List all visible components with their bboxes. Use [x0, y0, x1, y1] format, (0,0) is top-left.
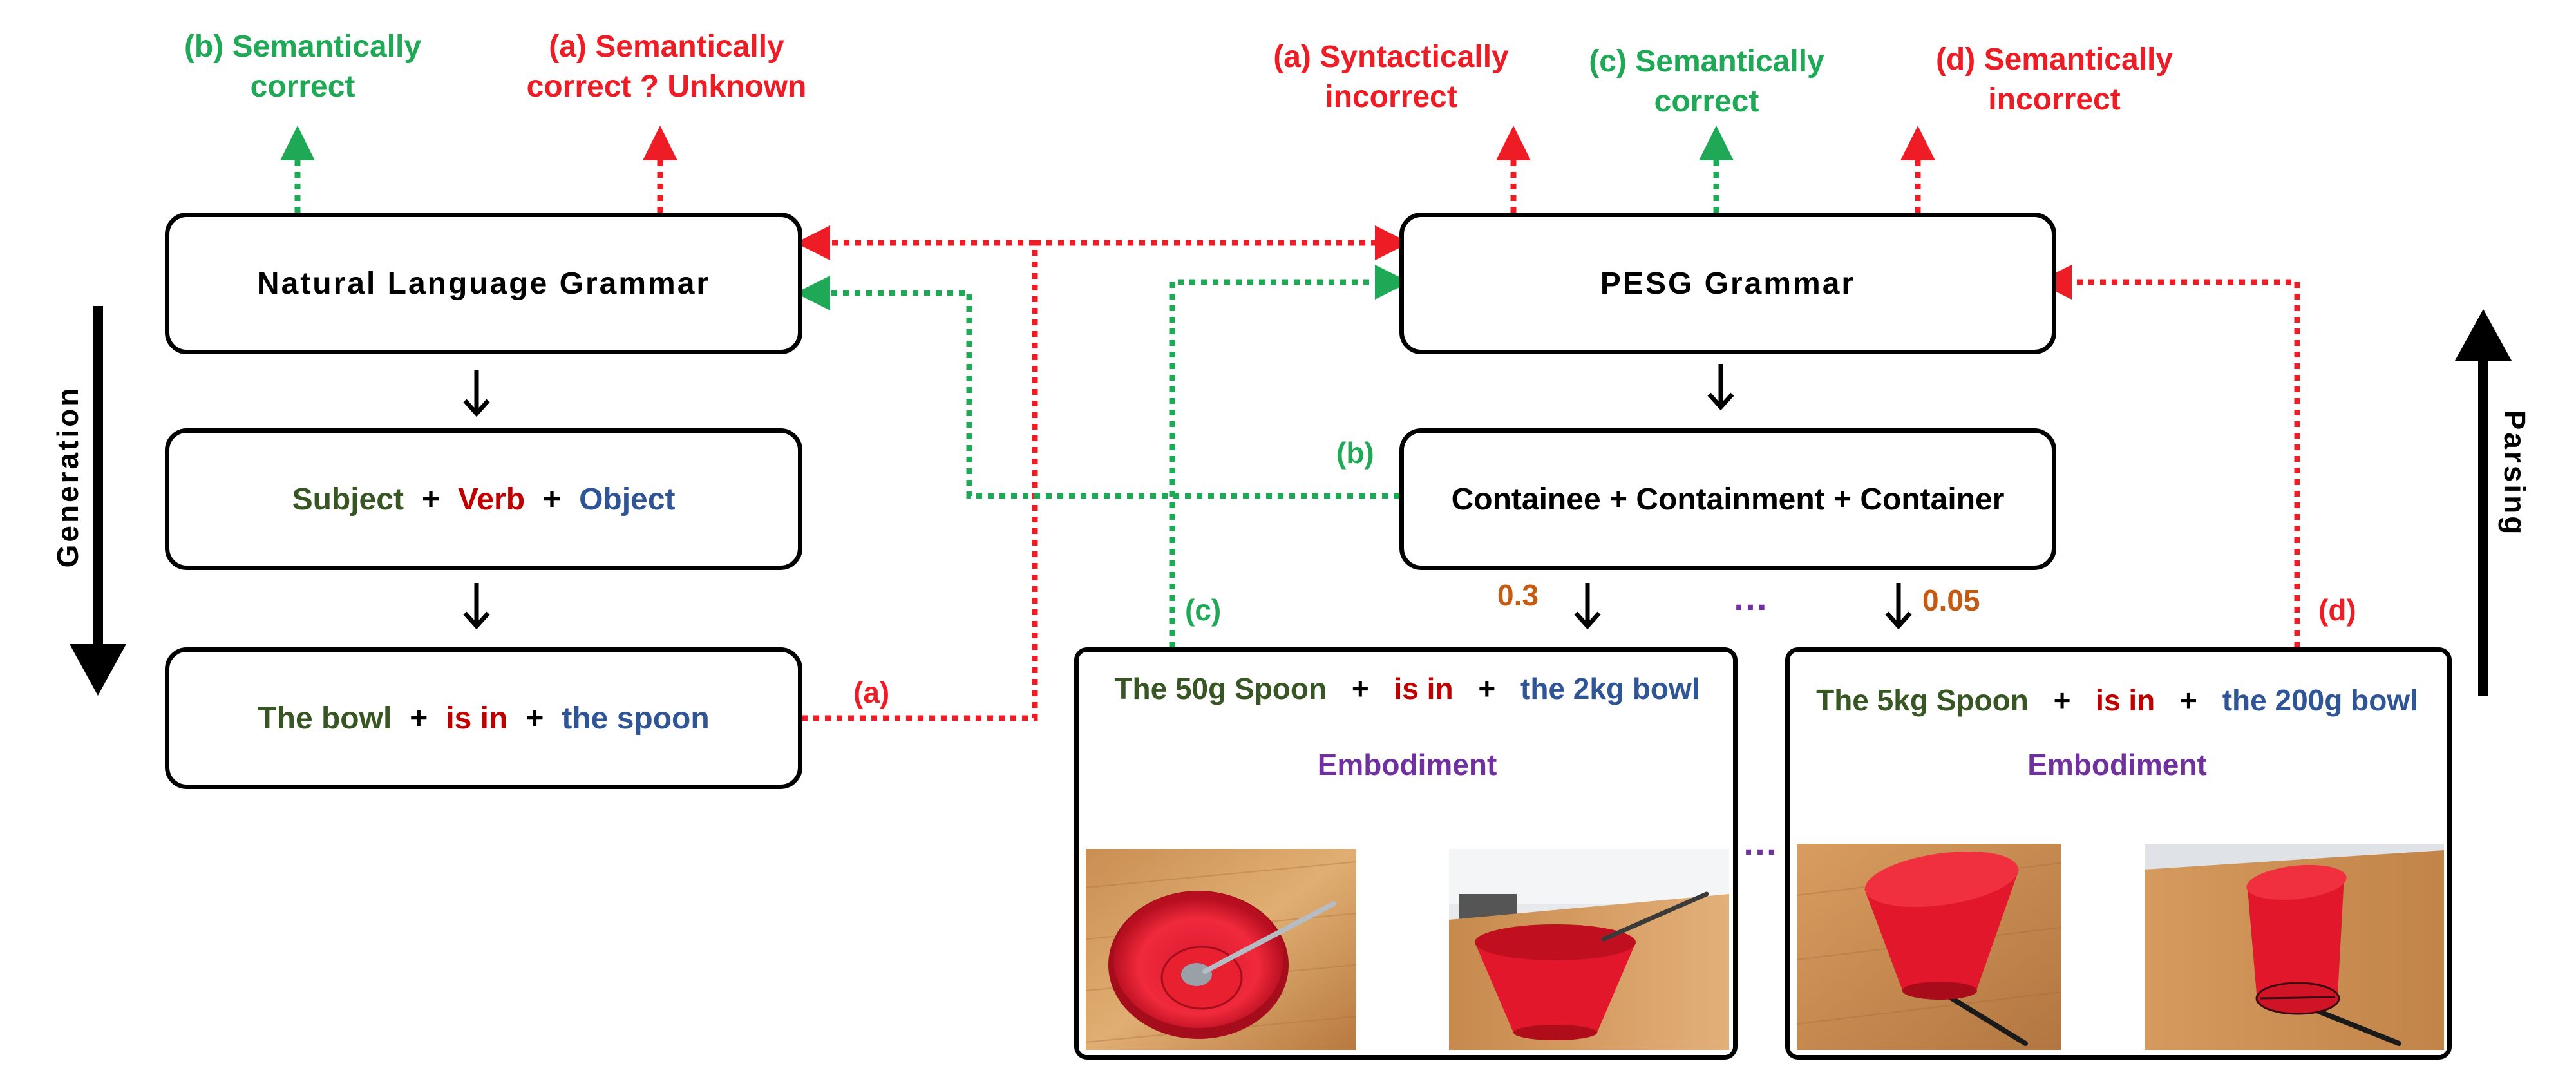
panel2-embodiment-label: Embodiment: [2027, 748, 2207, 781]
plus-sign: +: [421, 482, 440, 517]
panel1-containee: The 50g Spoon: [1114, 672, 1327, 705]
nl-structure-box: Subject + Verb + Object: [165, 428, 802, 570]
panel2-sentence: The 5kg Spoon + is in + the 200g bowl: [1797, 683, 2438, 718]
nl-grammar-label: Natural Language Grammar: [256, 266, 711, 301]
path-c: [1169, 265, 1410, 647]
structure-object: Object: [579, 482, 676, 517]
structure-verb: Verb: [457, 482, 526, 517]
panel1-image-sideview: [1449, 849, 1729, 1050]
natural-language-grammar-box: Natural Language Grammar: [165, 213, 802, 354]
ellipsis-panels: …: [1742, 822, 1778, 862]
panel2-image-view1: [1797, 844, 2061, 1050]
plus-sign: +: [2053, 683, 2071, 717]
pesg-structure-label: Containee + Containment + Container: [1451, 482, 2005, 517]
pesg-structure-box: Containee + Containment + Container: [1399, 428, 2056, 570]
panel2-containment: is in: [2096, 683, 2155, 717]
panel1-image-topview: [1086, 849, 1356, 1050]
pesg-grammar-label: PESG Grammar: [1600, 266, 1856, 301]
edge-label-c: (c): [1185, 593, 1222, 627]
panel1-container: the 2kg bowl: [1520, 672, 1700, 705]
structure-subject: Subject: [292, 482, 404, 517]
edge-label-a: (a): [853, 676, 890, 709]
panel1-embodiment-label: Embodiment: [1317, 748, 1497, 781]
panel1-containment: is in: [1394, 672, 1454, 705]
generation-arrow: [70, 306, 126, 696]
parsing-arrow: [2455, 309, 2512, 696]
plus-sign: +: [526, 701, 544, 736]
plus-sign: +: [543, 482, 562, 517]
plus-sign: +: [1478, 672, 1496, 705]
panel2-container: the 200g bowl: [2222, 683, 2418, 717]
path-b: [795, 276, 1399, 499]
generation-label: Generation: [51, 385, 84, 568]
plus-sign: +: [1351, 672, 1369, 705]
probability-right: 0.05: [1922, 584, 1980, 617]
solid-arrows: [463, 364, 1912, 630]
panel2-containee: The 5kg Spoon: [1816, 683, 2029, 717]
nl-sentence-box: The bowl + is in + the spoon: [165, 647, 802, 789]
panel1-sentence: The 50g Spoon + is in + the 2kg bowl: [1088, 671, 1726, 706]
ellipsis-mid: …: [1732, 577, 1768, 618]
path-a: [802, 243, 1038, 721]
parsing-label: Parsing: [2498, 410, 2532, 537]
edge-label-b: (b): [1336, 436, 1374, 470]
sentence-subject: The bowl: [258, 701, 392, 736]
plus-sign: +: [410, 701, 428, 736]
edge-label-d: (d): [2318, 593, 2356, 627]
path-d: [2037, 265, 2300, 647]
pesg-grammar-box: PESG Grammar: [1399, 213, 2056, 354]
probability-left: 0.3: [1497, 578, 1539, 612]
plus-sign: +: [2180, 683, 2197, 717]
sentence-verb: is in: [446, 701, 508, 736]
panel2-image-view2: [2145, 844, 2444, 1050]
sentence-object: the spoon: [562, 701, 710, 736]
